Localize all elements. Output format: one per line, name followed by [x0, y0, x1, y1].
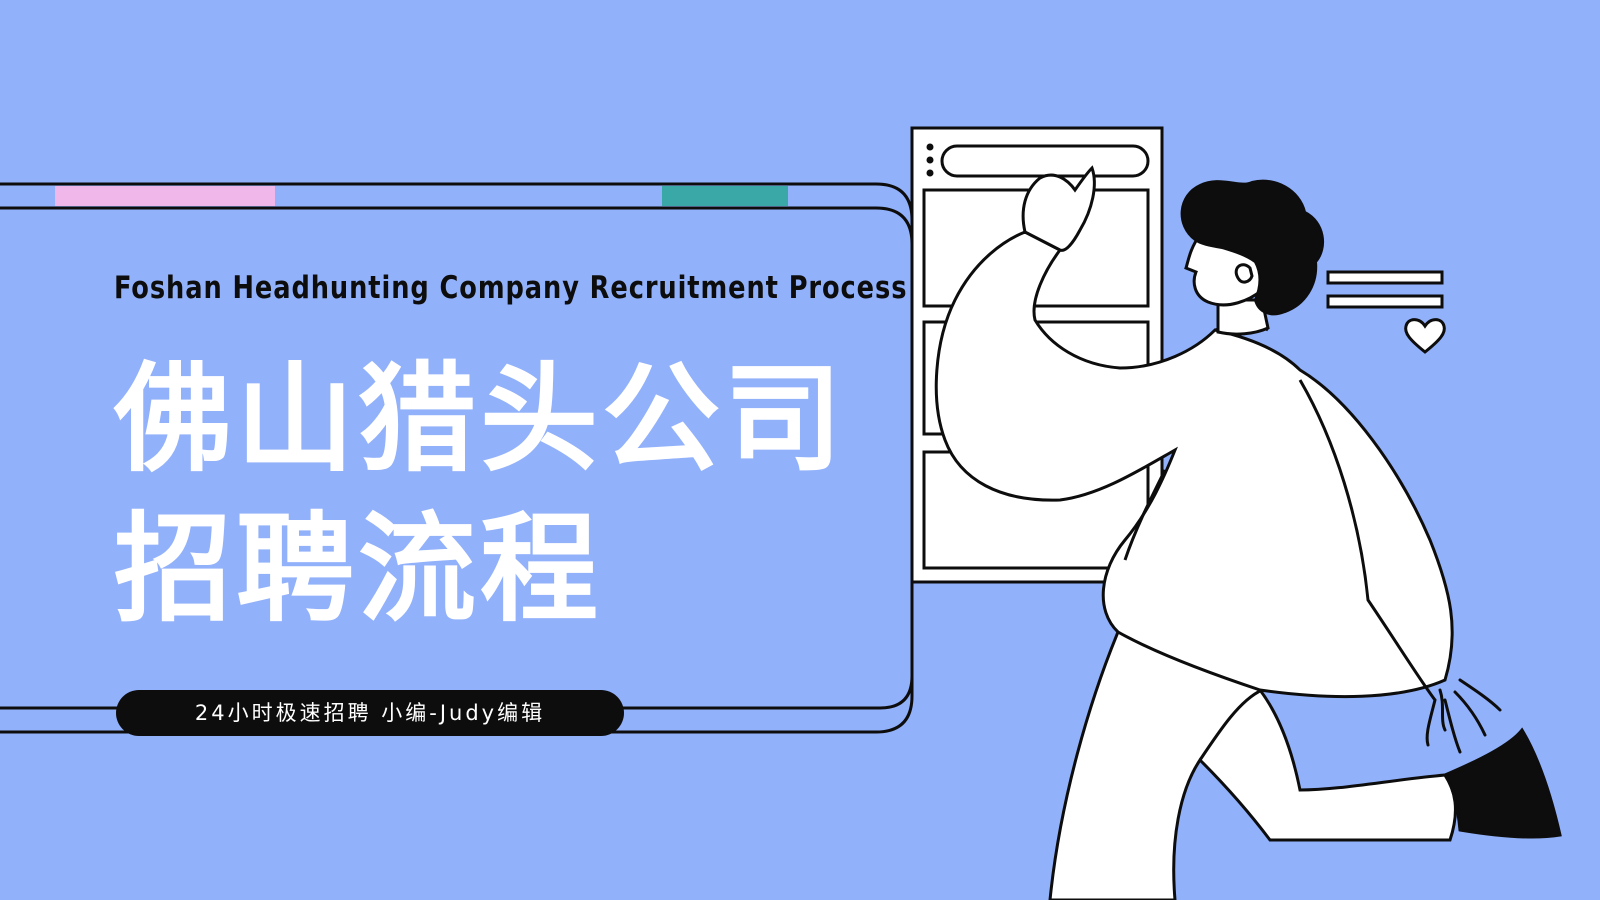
trousers: [1048, 630, 1457, 900]
search-bar-shape: [940, 144, 1150, 178]
title-line-1: 佛山猎头公司: [114, 350, 847, 488]
neck: [1216, 298, 1270, 336]
sweater: [934, 230, 1454, 699]
subtitle: Foshan Headhunting Company Recruitment P…: [114, 270, 908, 306]
menu-dots-icon: [926, 143, 934, 177]
lower-hand: [1425, 678, 1502, 754]
accent-bar-teal: [662, 186, 788, 206]
title-line-2: 招聘流程: [114, 500, 603, 638]
heart-icon: [1404, 318, 1446, 354]
hair: [1180, 179, 1324, 316]
accent-bar-pink: [55, 186, 275, 206]
raised-hand: [1021, 165, 1096, 252]
ear: [1234, 263, 1254, 284]
tagline-pill: 24小时极速招聘 小编-Judy编辑: [116, 690, 624, 736]
shoe: [1442, 727, 1562, 839]
text-lines-icon: [1326, 270, 1444, 309]
